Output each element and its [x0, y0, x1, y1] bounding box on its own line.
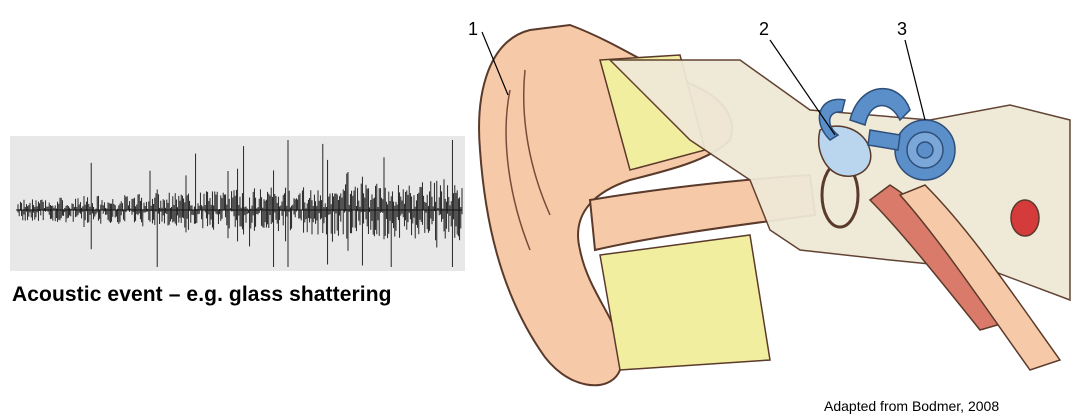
label-1: 1 [468, 20, 478, 38]
waveform-panel [10, 136, 465, 271]
fat-tissue-lower [600, 235, 770, 370]
waveform-caption: Acoustic event – e.g. glass shattering [12, 283, 472, 307]
label-2: 2 [759, 20, 769, 38]
waveform-trace [18, 140, 462, 267]
waveform-plot [10, 136, 465, 271]
image-credit: Adapted from Bodmer, 2008 [824, 398, 999, 414]
label-3: 3 [897, 20, 907, 38]
blood-vessel [1011, 200, 1039, 236]
ear-anatomy-illustration [470, 0, 1075, 395]
